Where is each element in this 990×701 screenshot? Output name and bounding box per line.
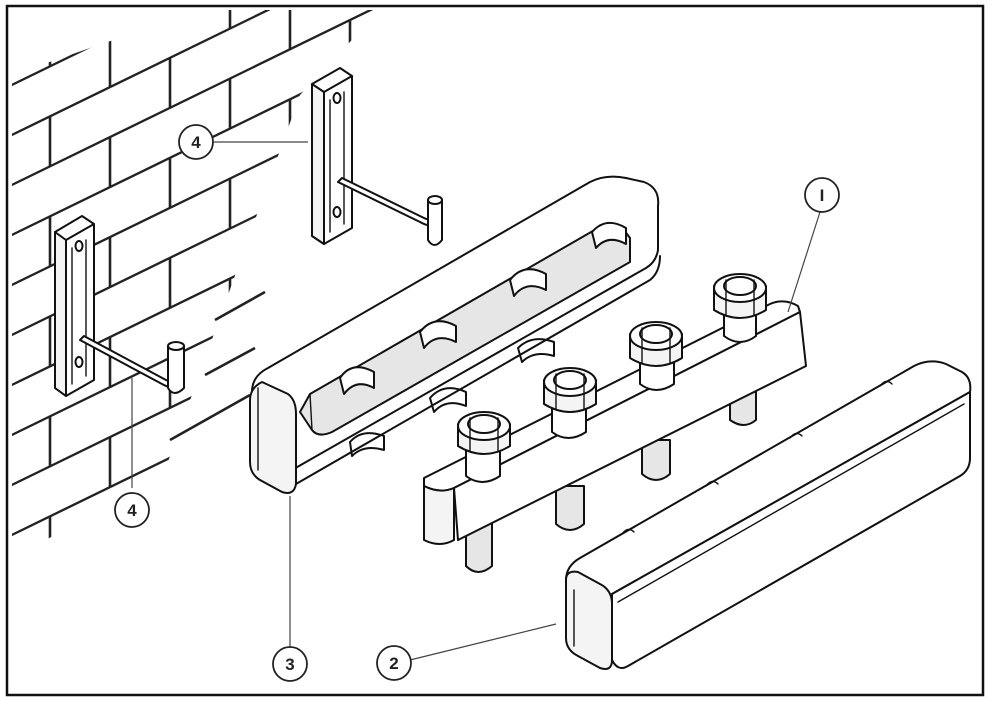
lower-wall-bracket xyxy=(54,215,185,397)
fitting-bar xyxy=(423,273,807,573)
drawing-frame xyxy=(5,4,985,697)
callout-2: 2 xyxy=(376,645,412,681)
fitting-nut-4 xyxy=(713,273,767,343)
callout-label: 3 xyxy=(285,655,294,674)
callout-3: 3 xyxy=(272,646,308,682)
upper-wall-bracket xyxy=(311,67,443,246)
fitting-nut-3 xyxy=(629,321,683,391)
callout-label: 4 xyxy=(127,501,137,520)
callout-label: I xyxy=(820,186,825,205)
callout-1: I xyxy=(804,177,840,213)
callout-4-upper: 4 xyxy=(178,124,214,160)
front-insulation-shell xyxy=(565,360,972,670)
wall-edge-strokes xyxy=(169,290,266,442)
rear-insulation-shell xyxy=(249,175,661,494)
callout-4-lower: 4 xyxy=(114,492,150,528)
callout-label: 2 xyxy=(389,654,398,673)
leader-lines xyxy=(131,141,821,661)
fitting-nut-1 xyxy=(457,411,511,483)
callout-label: 4 xyxy=(191,133,201,152)
fitting-nut-2 xyxy=(543,367,597,439)
